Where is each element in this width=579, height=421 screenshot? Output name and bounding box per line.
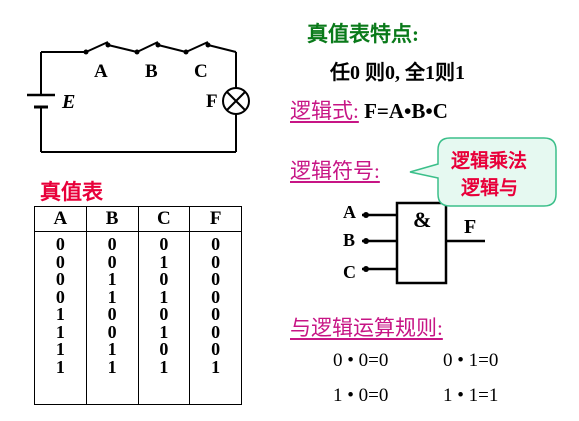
cell-f-7: 1 — [211, 356, 221, 377]
cell-f-5: 0 — [211, 321, 221, 342]
cell-c-2: 0 — [159, 269, 169, 289]
cell-b-1: 0 — [107, 251, 117, 272]
switch-a-label: A — [94, 61, 108, 82]
cell-c-6: 0 — [159, 339, 169, 359]
cell-f-4: 0 — [211, 304, 221, 324]
truth-table-title: 真值表 — [40, 180, 103, 204]
cell-a-3: 0 — [55, 286, 65, 307]
cell-c-1: 1 — [159, 251, 169, 272]
cell-c-0: 0 — [159, 234, 169, 254]
rule-1-0: 1 • 0=0 — [333, 385, 389, 406]
gate-input-c-label: C — [343, 262, 356, 282]
cell-b-0: 0 — [107, 234, 117, 254]
feature-rule: 任0 则0, 全1则1 — [330, 62, 465, 84]
gate-input-b-label: B — [343, 230, 356, 250]
cell-f-1: 0 — [211, 251, 221, 272]
cell-f-6: 0 — [211, 339, 221, 359]
logic-expression-formula: F=A•B•C — [364, 99, 448, 123]
cell-b-3: 1 — [107, 286, 117, 307]
cell-b-5: 0 — [107, 321, 117, 342]
cell-a-0: 0 — [55, 234, 65, 254]
and-rules-title: 与逻辑运算规则: — [290, 316, 443, 340]
switch-a-blade — [85, 41, 109, 53]
cell-a-6: 1 — [55, 339, 65, 359]
switch-c-label: C — [194, 61, 208, 82]
cell-a-5: 1 — [55, 321, 65, 342]
cell-b-4: 0 — [107, 304, 117, 324]
feature-title: 真值表特点: — [307, 22, 419, 46]
gate-input-a-label: A — [343, 202, 356, 222]
header-b: B — [85, 206, 139, 232]
cell-f-3: 0 — [211, 286, 221, 307]
switch-b-blade — [136, 41, 159, 53]
rule-1-1: 1 • 1=1 — [443, 385, 499, 406]
truth-table-header-row: A B C F — [34, 206, 242, 232]
rule-0-0: 0 • 0=0 — [333, 350, 389, 371]
cell-c-5: 1 — [159, 321, 169, 342]
cell-b-7: 1 — [107, 356, 117, 377]
logic-expression: 逻辑式: F=A•B•C — [290, 95, 448, 125]
cell-b-6: 1 — [107, 339, 117, 359]
callout-bubble — [409, 137, 557, 207]
lamp-icon — [222, 87, 250, 115]
header-c: C — [137, 206, 191, 232]
cell-b-2: 1 — [107, 269, 117, 289]
cell-a-4: 1 — [55, 304, 65, 324]
gate-and-symbol: & — [413, 207, 432, 232]
callout-line1: 逻辑乘法 — [451, 150, 528, 172]
header-a: A — [34, 206, 87, 232]
logic-expression-label: 逻辑式: — [290, 99, 359, 123]
cell-a-1: 0 — [55, 251, 65, 272]
cell-a-2: 0 — [55, 269, 65, 289]
cell-c-7: 1 — [159, 356, 169, 377]
cell-f-0: 0 — [211, 234, 221, 254]
source-label: E — [62, 91, 76, 113]
cell-c-4: 0 — [159, 304, 169, 324]
cell-c-3: 1 — [159, 286, 169, 307]
logic-symbol-label: 逻辑符号: — [290, 159, 380, 183]
cell-f-2: 0 — [211, 269, 221, 289]
lamp-label: F — [206, 91, 218, 112]
switch-b-label: B — [145, 61, 158, 82]
and-gate-symbol — [362, 201, 485, 285]
gate-output-label: F — [464, 216, 477, 238]
header-f: F — [189, 206, 242, 232]
switch-c-blade — [185, 41, 209, 53]
callout-line2: 逻辑与 — [461, 177, 519, 199]
rule-0-1: 0 • 1=0 — [443, 350, 499, 371]
cell-a-7: 1 — [55, 356, 65, 377]
